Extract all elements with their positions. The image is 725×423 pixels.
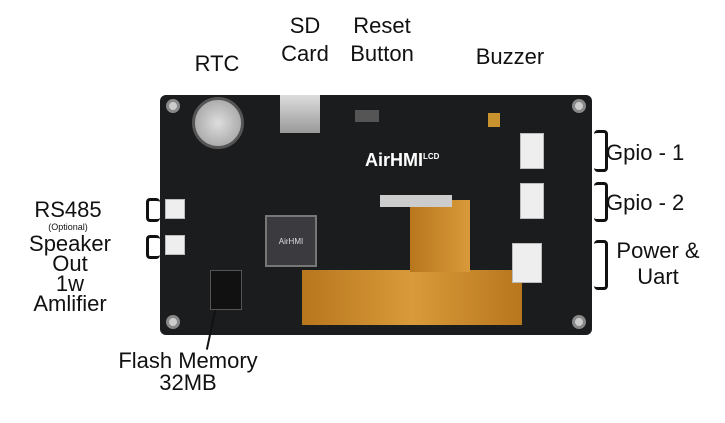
- mount-hole: [572, 315, 586, 329]
- speaker-label-line: Amlifier: [33, 291, 107, 316]
- flash-label-line: 32MB: [159, 370, 217, 395]
- speaker-label: Speaker Out 1w Amlifier: [29, 231, 111, 316]
- sd-label-line: SD: [289, 13, 321, 38]
- speaker-label-line: Out: [52, 251, 88, 276]
- power-label-line: Power &: [616, 238, 700, 263]
- logo-sup: LCD: [423, 152, 440, 161]
- rtc-label: RTC: [194, 51, 240, 76]
- speaker-connector: [165, 235, 185, 255]
- gpio2-label: Gpio - 2: [606, 190, 685, 215]
- sd-card-slot: [280, 95, 320, 133]
- rs485-label: RS485: [34, 197, 102, 222]
- ribbon-cable: [302, 270, 522, 325]
- speaker-label-line: 1w: [55, 271, 85, 296]
- power-uart-connector: [512, 243, 542, 283]
- mcu-chip: AirHMI: [265, 215, 317, 267]
- speaker-bracket: [146, 235, 160, 259]
- rs485-connector: [165, 199, 185, 219]
- power-label-line: Uart: [637, 264, 679, 289]
- mount-hole: [166, 315, 180, 329]
- gpio1-connector: [520, 133, 544, 169]
- logo-text: AirHMI: [365, 150, 423, 170]
- reset-label-line: Reset: [353, 13, 411, 38]
- buzzer: [488, 113, 500, 127]
- sd-label-line: Card: [281, 41, 329, 66]
- chip-logo: AirHMI: [278, 236, 304, 246]
- reset-label-line: Button: [350, 41, 414, 66]
- mount-hole: [166, 99, 180, 113]
- pcb-board: AirHMILCD AirHMI: [160, 95, 592, 335]
- sd-card-label: SD Card: [281, 13, 329, 66]
- gpio1-bracket: [594, 130, 608, 172]
- mount-hole: [572, 99, 586, 113]
- reset-button: [355, 110, 379, 122]
- speaker-label-line: Speaker: [29, 231, 111, 256]
- gpio1-label: Gpio - 1: [606, 140, 685, 165]
- power-bracket: [594, 240, 608, 290]
- gpio2-connector: [520, 183, 544, 219]
- rs485-optional-note: (Optional): [48, 222, 88, 232]
- power-uart-label: Power &Uart: [616, 238, 700, 289]
- buzzer-label: Buzzer: [475, 44, 545, 69]
- gpio2-bracket: [594, 182, 608, 222]
- board-logo: AirHMILCD: [365, 150, 439, 171]
- fpc-connector: [380, 195, 452, 207]
- flash-label-line: Flash Memory: [118, 348, 258, 373]
- flash-memory-label: Flash Memory 32MB: [118, 350, 257, 394]
- ribbon-cable-neck: [410, 200, 470, 272]
- rs485-bracket: [146, 198, 160, 222]
- flash-chip: [210, 270, 242, 310]
- rtc-battery: [192, 97, 244, 149]
